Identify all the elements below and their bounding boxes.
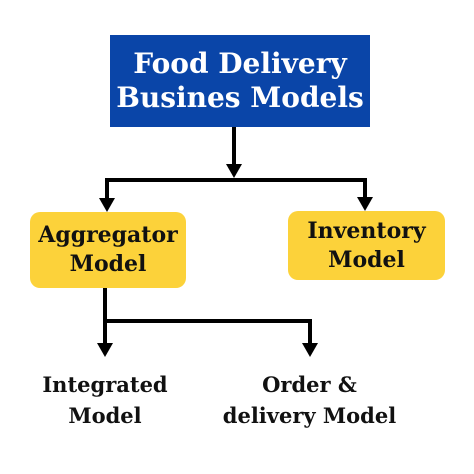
- integrated-node-line1: Integrated: [42, 371, 168, 397]
- arrowhead-aggregator: [99, 198, 115, 212]
- arrowhead-root: [226, 164, 242, 178]
- integrated-node-line2: Model: [68, 403, 142, 428]
- arrowhead-inventory: [357, 197, 373, 211]
- inventory-node-line2: Model: [328, 246, 405, 273]
- aggregator-node: Aggregator Model: [30, 212, 186, 288]
- order-delivery-node-line2: delivery Model: [222, 403, 397, 428]
- inventory-node-line1: Inventory: [307, 217, 426, 244]
- root-node: Food Delivery Busines Models: [110, 35, 370, 127]
- root-node-line2: Busines Models: [116, 81, 364, 114]
- arrowhead-integrated: [97, 343, 113, 357]
- order-delivery-node-line1: Order &: [262, 371, 357, 397]
- aggregator-node-line2: Model: [69, 251, 147, 277]
- aggregator-node-line1: Aggregator: [38, 222, 178, 249]
- integrated-node: Integrated Model: [30, 366, 180, 434]
- root-node-line1: Food Delivery: [133, 47, 347, 81]
- inventory-node: Inventory Model: [288, 211, 445, 280]
- arrowhead-order: [302, 343, 318, 357]
- order-delivery-node: Order & delivery Model: [222, 366, 397, 434]
